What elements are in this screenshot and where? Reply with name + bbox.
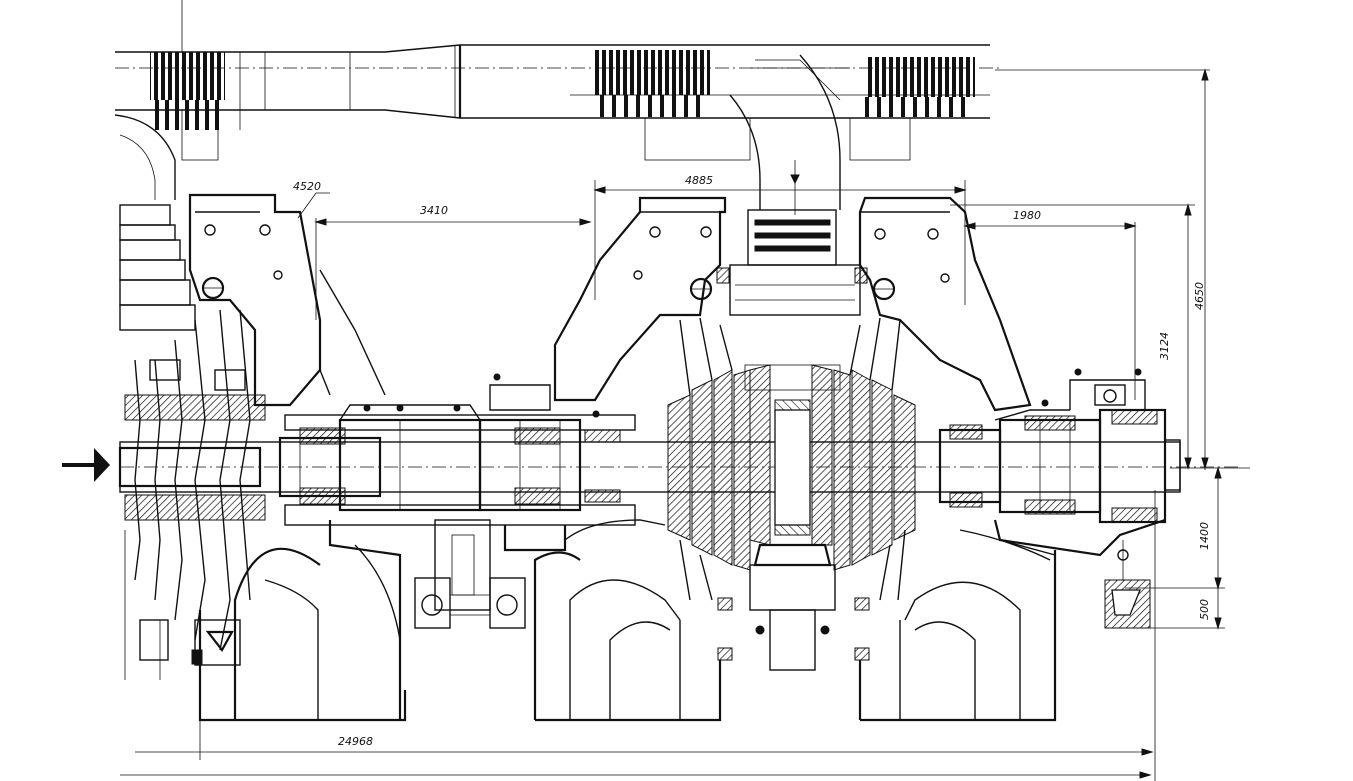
upper-steam-ducting bbox=[114, 0, 1000, 215]
dim-500: 500 bbox=[1198, 599, 1211, 620]
dim-3124: 3124 bbox=[1158, 332, 1171, 360]
rear-bearing-and-coupling bbox=[938, 368, 1181, 629]
dim-1980: 1980 bbox=[1013, 209, 1041, 222]
hp-cylinder bbox=[119, 193, 407, 722]
dim-1400: 1400 bbox=[1198, 522, 1211, 550]
middle-support-frame bbox=[328, 519, 567, 720]
dim-4520: 4520 bbox=[293, 180, 321, 193]
dim-24968: 24968 bbox=[338, 735, 373, 748]
dimension-labels: 4520 3410 4885 1980 4650 3124 1400 500 2… bbox=[293, 174, 1211, 748]
dimension-lines bbox=[120, 68, 1250, 781]
dim-3410: 3410 bbox=[420, 204, 448, 217]
dim-4650: 4650 bbox=[1193, 282, 1206, 310]
dim-4885: 4885 bbox=[685, 174, 713, 187]
steam-inlet-arrow-icon bbox=[62, 448, 110, 482]
lp-cylinder bbox=[533, 196, 1057, 722]
